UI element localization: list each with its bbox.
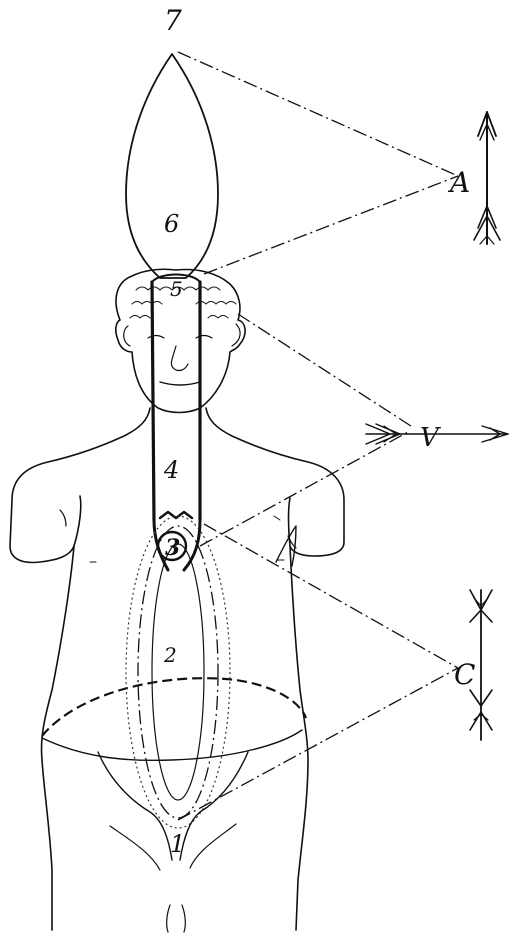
label-3: 3 — [165, 535, 180, 561]
crown-ellipse-6 — [126, 54, 218, 278]
lower-ellipse-outer — [126, 516, 230, 828]
projection-lines — [178, 52, 458, 820]
arrow-a-icon — [474, 112, 500, 244]
label-a: A — [447, 166, 470, 199]
label-4: 4 — [163, 456, 179, 484]
central-channel — [152, 275, 200, 571]
label-5: 5 — [170, 277, 183, 301]
lower-ellipse-mid — [138, 526, 218, 818]
label-7: 7 — [164, 4, 182, 37]
label-c: C — [454, 658, 475, 691]
label-v: V — [420, 423, 441, 453]
label-6: 6 — [164, 210, 179, 238]
label-2: 2 — [163, 643, 177, 667]
lower-ellipse-inner — [152, 544, 204, 800]
label-1: 1 — [170, 830, 185, 858]
